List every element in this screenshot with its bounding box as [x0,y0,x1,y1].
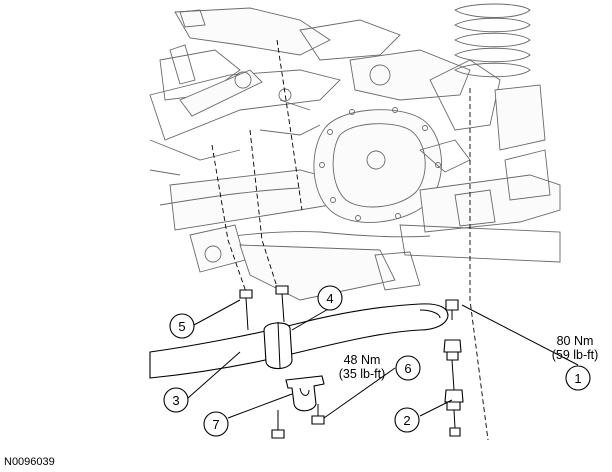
torque-metric: 48 Nm [344,353,381,367]
callout-number: 2 [403,413,410,428]
coil-spring [454,3,531,78]
callout-number: 6 [404,361,411,376]
callout-number: 5 [178,319,185,334]
callout-number: 4 [326,291,333,306]
callout-6: 6 [395,355,421,381]
chassis-background [149,3,561,301]
torque-imperial: (59 lb-ft) [552,348,599,362]
torque-imperial: (35 lb-ft) [339,367,386,381]
stabilizer-bracket [285,375,325,412]
torque-spec-48nm: 48 Nm (35 lb-ft) [339,353,386,381]
torque-spec-80nm: 80 Nm (59 lb-ft) [552,334,599,362]
callout-5: 5 [169,313,195,339]
bracket-nuts [271,404,325,439]
callout-7: 7 [203,411,229,437]
leader-lines [187,299,579,419]
callout-number: 7 [212,417,219,432]
upper-bracket-bolts [239,285,289,331]
callout-2: 2 [394,407,420,433]
callout-number: 3 [172,393,179,408]
callout-1: 1 [565,365,591,391]
callout-3: 3 [163,387,189,413]
stabilizer-bushing [263,321,293,370]
figure-id: N0096039 [4,456,55,468]
stabilizer-link [443,299,464,437]
callout-number: 1 [574,371,581,386]
installation-guide-lines [211,39,489,441]
callout-4: 4 [317,285,343,311]
torque-metric: 80 Nm [557,334,594,348]
